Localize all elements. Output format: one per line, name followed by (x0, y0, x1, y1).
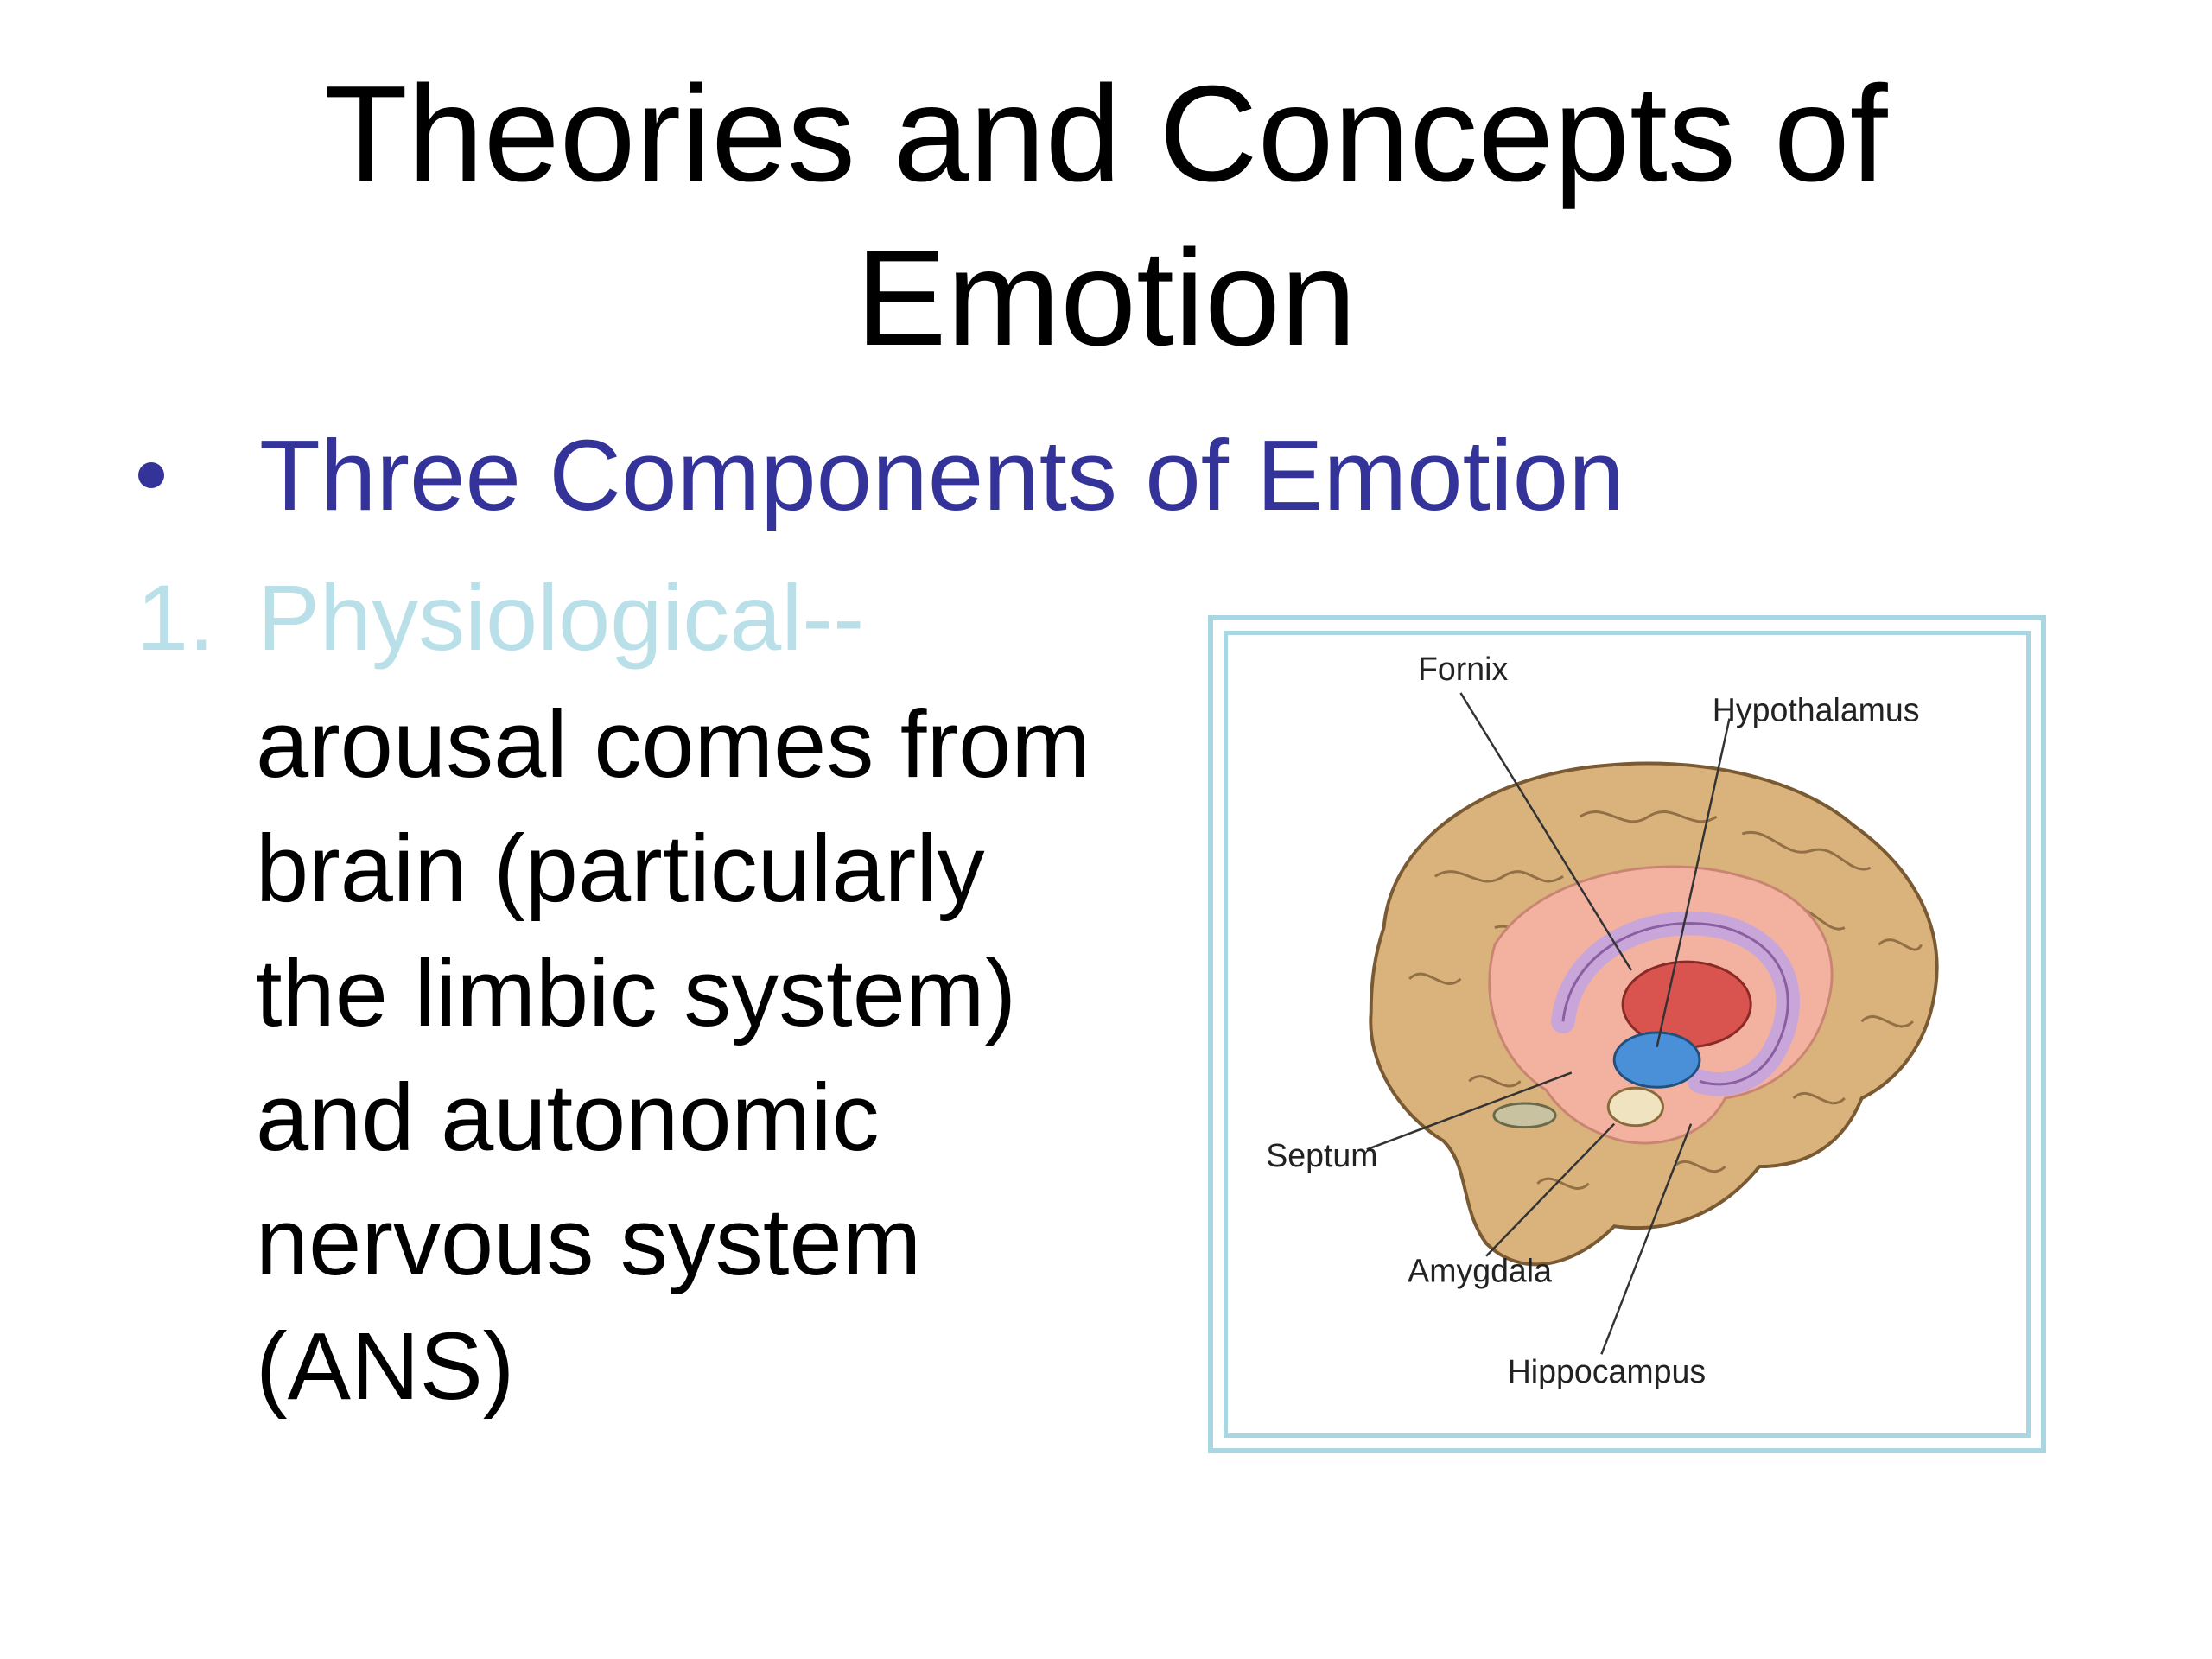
title-line-1: Theories and Concepts of (324, 58, 1888, 210)
item-number: 1. (137, 565, 215, 670)
label-hippocampus: Hippocampus (1508, 1353, 1706, 1389)
bullet-text: Three Components of Emotion (259, 419, 1624, 531)
title-line-2: Emotion (855, 222, 1357, 374)
label-fornix: Fornix (1418, 651, 1508, 687)
description-line: brain (particularly (256, 816, 985, 922)
leader-lines (1366, 692, 1731, 1355)
brain-figure-inner-border (1224, 631, 2031, 1438)
brain-gyri (1408, 810, 1923, 1190)
item-description: arousal comes from brain (particularly t… (256, 683, 1206, 1429)
bullet-dot-icon (138, 462, 164, 488)
numbered-item-heading: 1. Physiological-- (137, 553, 864, 683)
bullet-item: Three Components of Emotion (130, 406, 1624, 544)
limbic-system-diagram: Fornix Hypothalamus Septum Amygdala Hipp… (1266, 651, 1939, 1389)
label-amygdala: Amygdala (1408, 1252, 1552, 1288)
description-line: the limbic system) (256, 940, 1017, 1046)
brain-figure-frame: Fornix Hypothalamus Septum Amygdala Hipp… (1208, 615, 2046, 1453)
hypothalamus-region (1612, 1031, 1701, 1089)
amygdala-region (1606, 1086, 1664, 1128)
label-septum: Septum (1266, 1137, 1377, 1173)
description-line: nervous system (256, 1189, 922, 1295)
description-line: and autonomic (256, 1065, 880, 1171)
description-line: arousal comes from (256, 691, 1090, 798)
description-line: (ANS) (256, 1313, 515, 1420)
septum-region (1492, 1102, 1557, 1129)
slide-title: Theories and Concepts of Emotion (0, 52, 2212, 380)
item-label: Physiological-- (257, 565, 865, 670)
label-hypothalamus: Hypothalamus (1713, 692, 1920, 728)
